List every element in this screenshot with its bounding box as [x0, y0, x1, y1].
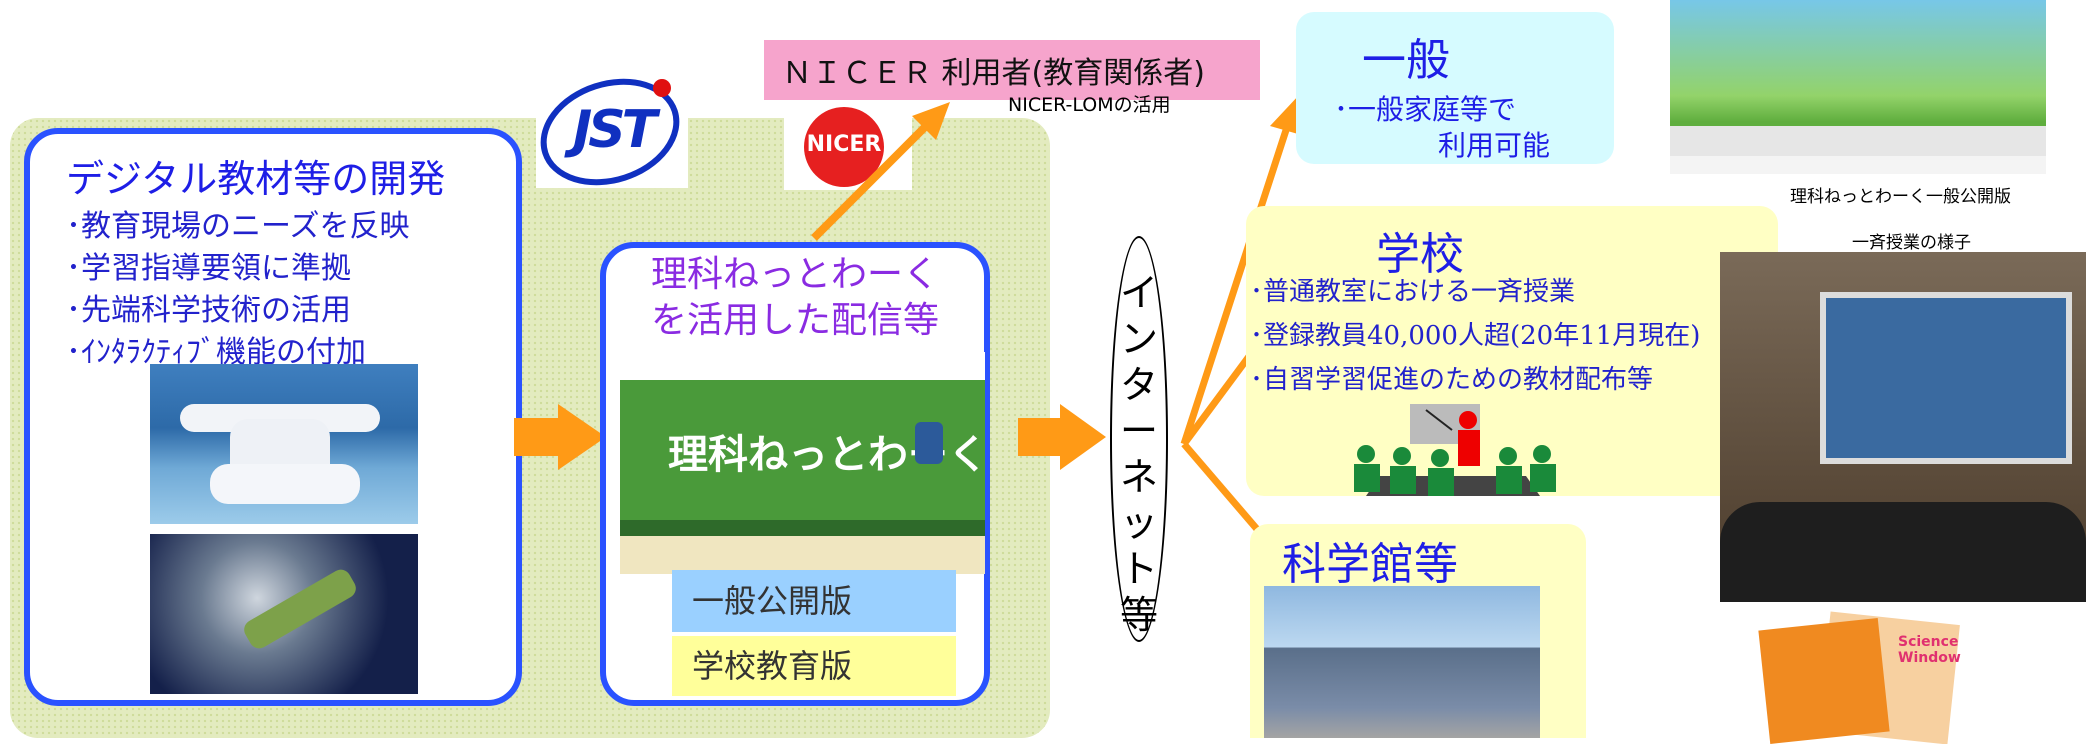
edition-school-label: 学校教育版 [672, 636, 956, 696]
internet-char: ン [1119, 317, 1158, 361]
rikanet-title-line1: 理科ねっとわーく [650, 254, 939, 295]
internet-label: イ ン タ ー ネ ッ ト 等 [1110, 270, 1168, 638]
general-title: 一般 [1362, 35, 1450, 86]
school-bullet: ･普通教室における一斉授業 [1250, 277, 1576, 307]
general-line2: 利用可能 [1438, 129, 1551, 162]
class-photo [1720, 252, 2086, 602]
museum-photo [1264, 586, 1540, 738]
school-bullet: ･自習学習促進のための教材配布等 [1250, 365, 1654, 395]
general-box [1296, 12, 1614, 164]
rikanet-screenshot-navbar [620, 520, 985, 536]
internet-char: ッ [1119, 501, 1158, 545]
nicer-users-label: ＮＩＣＥＲ 利用者(教育関係者) [782, 56, 1205, 91]
rikanet-screenshot-header [620, 352, 985, 380]
classroom-icon [1354, 404, 1556, 496]
internet-oval [1110, 236, 1168, 642]
satellite-image [150, 534, 418, 694]
nicer-logo-circle [804, 107, 884, 187]
class-photo-students [1720, 502, 2086, 602]
public-site-footer [1670, 156, 2046, 174]
school-bullet: ･登録教員40,000人超(20年11月現在) [1250, 321, 1701, 351]
class-photo-caption: 一斉授業の様子 [1852, 233, 1971, 253]
internet-char: 等 [1119, 593, 1158, 637]
edition-public-label: 一般公開版 [672, 570, 956, 632]
magazine-title: Science Window [1898, 634, 1961, 666]
school-title: 学校 [1376, 229, 1464, 280]
rikanet-screenshot-content [620, 536, 985, 574]
digital-materials-title: デジタル教材等の開発 [66, 157, 446, 201]
rikanet-title-line2: を活用した配信等 [650, 300, 939, 341]
flow-arrow [1018, 404, 1106, 470]
school-bullets: ･普通教室における一斉授業 ･登録教員40,000人超(20年11月現在) ･自… [1250, 270, 1700, 402]
nicer-users-box [764, 40, 1260, 100]
nicer-logo-text: NICER [806, 132, 882, 157]
rikanet-screenshot: 理科ねっとわーく [620, 352, 985, 574]
internet-char: タ [1119, 363, 1158, 407]
bullet-item: ･学習指導要領に準拠 [66, 251, 351, 286]
nicer-arrow [811, 102, 950, 241]
cloud-simulation-image [150, 364, 418, 524]
satellite-land [240, 566, 360, 652]
public-site-menu [1670, 126, 2046, 156]
jst-logo-text: JST [572, 100, 657, 160]
nicer-lom-note: NICER-LOMの活用 [1008, 94, 1171, 116]
magazine-cover-front [1758, 618, 1890, 744]
internet-char: ト [1119, 547, 1158, 591]
internet-char: ネ [1119, 455, 1158, 499]
museum-title: 科学館等 [1282, 539, 1458, 590]
science-window-magazine: Science Window [1758, 611, 1964, 744]
class-photo-screen [1820, 292, 2072, 464]
digital-materials-bullets: ･教育現場のニーズを反映 ･学習指導要領に準拠 ･先端科学技術の活用 ･ｲﾝﾀﾗ… [66, 206, 410, 374]
jst-logo: JST [536, 68, 688, 188]
internet-char: ー [1119, 409, 1158, 453]
rikanet-screenshot-mascot [915, 422, 943, 464]
general-line1: ･一般家庭等で [1334, 93, 1517, 126]
bullet-item: ･教育現場のニーズを反映 [66, 209, 410, 244]
public-site-caption: 理科ねっとわーく一般公開版 [1790, 187, 2011, 207]
flow-arrow [514, 404, 606, 470]
internet-char: イ [1119, 271, 1158, 315]
public-site-screenshot [1670, 0, 2046, 174]
school-box [1246, 206, 1778, 496]
bullet-item: ･先端科学技術の活用 [66, 293, 351, 328]
nicer-logo: NICER [784, 104, 912, 190]
cloud-shape [210, 464, 360, 504]
